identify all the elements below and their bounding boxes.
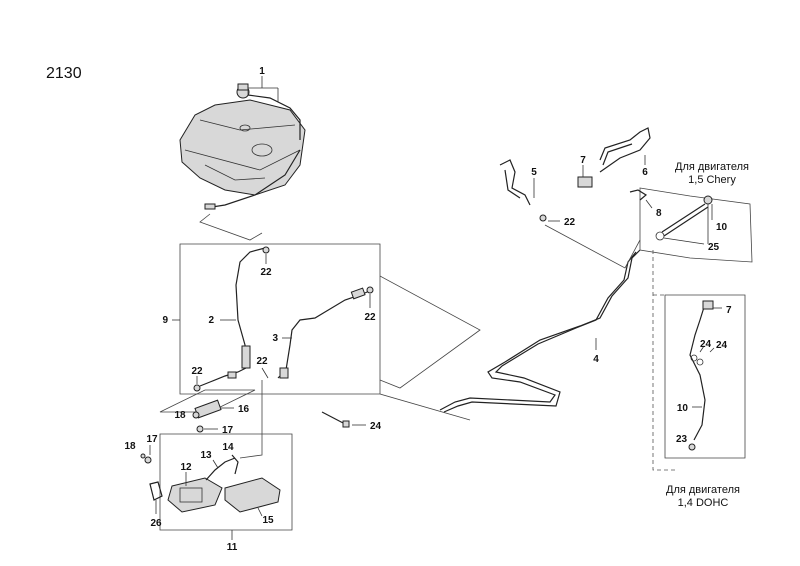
hose-14 [231,454,239,475]
callout-4: 4 [593,354,599,365]
callout-17-upper: 17 [222,425,234,436]
bracket-6 [599,127,651,173]
fuel-filler-neck [236,83,301,140]
callout-7-dohc: 7 [726,305,732,316]
dohc-option-box [664,294,746,459]
callout-22-near-5: 22 [564,217,576,228]
fuel-tank [179,99,306,196]
tank-vent-pipe [211,149,301,208]
purge-valve-7 [577,176,593,188]
dohc-note-line2: 1,4 DOHC [678,497,729,509]
fuel-pipe-2 [235,247,266,366]
callout-10-chery: 10 [716,222,728,233]
callout-26: 26 [150,518,162,529]
clip-26 [149,481,163,501]
callout-24-tie: 24 [370,421,382,432]
bracket-8 [629,189,648,201]
dohc-note-line1: Для двигателя [666,484,740,496]
callout-22-mid: 22 [256,356,268,367]
callout-16: 16 [238,404,250,415]
callout-18-upper: 18 [174,410,186,421]
canister-bracket-15 [224,477,281,513]
vent-hose-10-dohc [689,303,706,441]
callout-10-dohc: 10 [677,403,689,414]
callout-11: 11 [227,542,238,553]
vent-hose-10-chery [661,203,706,233]
callout-24-dohc-a: 24 [700,339,712,350]
callout-6: 6 [642,167,648,178]
hose-13 [205,457,236,481]
callout-7-top: 7 [580,155,586,166]
callout-12: 12 [180,462,192,473]
chery-note-line1: Для двигателя [675,161,749,173]
cable-tie-24 [321,411,346,425]
callout-22-top: 22 [260,267,272,278]
callout-8: 8 [656,208,662,219]
chery-option-box [639,187,753,263]
bracket-5 [499,159,531,206]
assembly-box-11 [159,433,293,531]
callout-3: 3 [272,333,278,344]
callout-13: 13 [200,450,212,461]
charcoal-canister-12 [167,477,223,513]
callout-15: 15 [262,515,274,526]
diagram-number: 2130 [46,65,82,82]
callout-17-lower: 17 [146,434,158,445]
callout-18-lower: 18 [124,441,136,452]
callout-14: 14 [222,442,234,453]
callout-2: 2 [208,315,214,326]
chery-note-line2: 1,5 Chery [688,174,736,186]
callout-25: 25 [708,242,720,253]
fuel-pipe-4 [439,249,641,411]
callout-5: 5 [531,167,537,178]
callout-1: 1 [259,66,265,77]
fuel-pipe-3 [277,289,373,379]
callout-23: 23 [676,434,688,445]
callout-24-dohc-b: 24 [716,340,728,351]
callout-9: 9 [162,315,168,326]
callout-22-right: 22 [364,312,376,323]
callout-22-lower-left: 22 [191,366,203,377]
